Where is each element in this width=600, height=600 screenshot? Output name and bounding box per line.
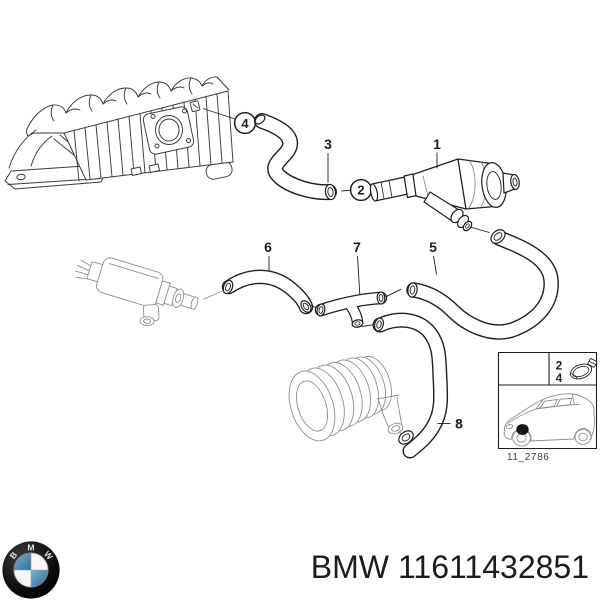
callout-7-label[interactable]: 7: [353, 239, 361, 255]
inset-number-2[interactable]: 2: [556, 359, 563, 373]
hose-3-drawing: [254, 113, 337, 201]
inset-image-ref: 11_2786: [507, 452, 549, 463]
intake-boot-drawing: [288, 355, 404, 442]
callout-8[interactable]: 8: [437, 416, 464, 432]
callout-7[interactable]: 7: [353, 239, 361, 295]
hose-8-drawing: [372, 312, 449, 459]
callout-3-label[interactable]: 3: [324, 136, 332, 152]
callout-6[interactable]: 6: [264, 239, 272, 272]
logo-quadrants: [13, 552, 49, 588]
vacuum-pipe-drawing: [369, 158, 520, 232]
callout-1-label[interactable]: 1: [433, 136, 441, 152]
intake-manifold-drawing: [4, 76, 234, 190]
bmw-logo: B M W: [2, 541, 60, 599]
callout-3[interactable]: 3: [324, 136, 332, 183]
hose-5-drawing: [406, 229, 559, 340]
callout-5[interactable]: 5: [429, 239, 437, 275]
brand-text: BMW: [310, 549, 389, 585]
inset-box: 2 4 11_2786: [497, 351, 598, 463]
callout-8-label[interactable]: 8: [455, 416, 463, 432]
callout-1[interactable]: 1: [433, 136, 441, 169]
callout-4[interactable]: 4: [202, 108, 257, 135]
hose-clamp-icon: [569, 358, 598, 380]
hose-6-drawing: [221, 269, 314, 315]
part-number-text: 11611432851: [397, 549, 589, 585]
callout-2-label[interactable]: 2: [357, 183, 364, 198]
callout-4-label[interactable]: 4: [241, 116, 249, 131]
callout-5-label[interactable]: 5: [429, 239, 437, 255]
callout-6-label[interactable]: 6: [264, 239, 272, 255]
hose-7-drawing: [314, 291, 388, 328]
car-location-sketch: [503, 393, 595, 447]
logo-letter-b: B: [8, 550, 20, 561]
logo-letter-m: M: [27, 542, 34, 552]
idle-valve-drawing: [75, 257, 199, 326]
callout-2[interactable]: 2: [349, 178, 373, 202]
part-location-dot: [516, 424, 529, 435]
inset-number-4[interactable]: 4: [556, 371, 563, 385]
